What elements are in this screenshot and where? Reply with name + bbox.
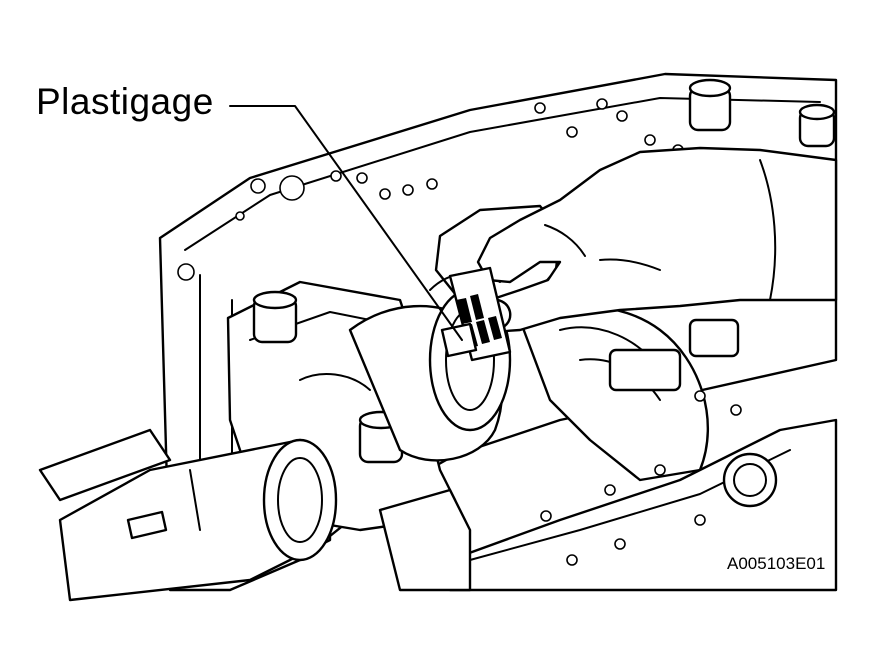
crankshaft-nose <box>38 428 338 602</box>
hand <box>476 146 838 334</box>
callout-leader <box>229 105 463 341</box>
plastigage-strip <box>440 266 512 362</box>
crankshaft-throws <box>518 304 740 482</box>
front-block-wall <box>378 390 838 592</box>
plastigage-label: Plastigage <box>36 81 214 122</box>
figure-id: A005103E01 <box>727 554 826 573</box>
